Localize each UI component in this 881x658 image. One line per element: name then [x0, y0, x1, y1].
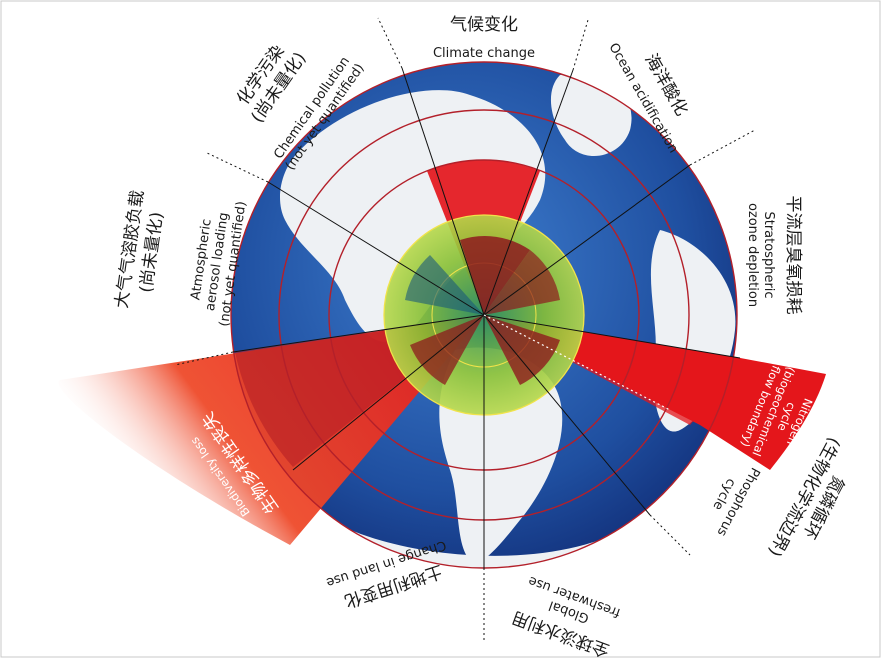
label-ozone-en-2: ozone depletion — [745, 203, 760, 307]
label-climate-en: Climate change — [433, 46, 535, 61]
inner-wedges — [405, 236, 560, 385]
label-ozone-en-1: Stratospheric — [761, 211, 776, 298]
label-climate-cn: 气候变化 — [450, 15, 518, 35]
continent-north-america — [280, 90, 546, 342]
sector-dividers — [232, 67, 741, 568]
continent-antarctica — [330, 520, 640, 568]
sector-dividers-outer — [174, 17, 756, 640]
label-ozone-cn: 平流层臭氧损耗 — [783, 196, 803, 315]
